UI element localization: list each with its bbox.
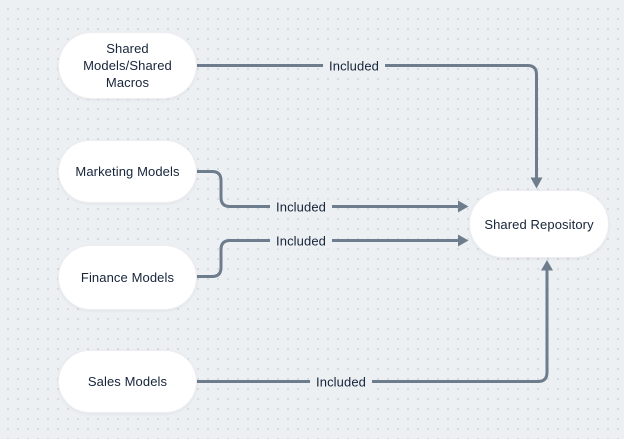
- arrowhead-up-icon: [541, 260, 553, 271]
- node-shared-models-shared-macros: Shared Models/Shared Macros: [58, 32, 197, 99]
- edge-shared-models-to-repository: [197, 64, 543, 189]
- edge-finance-to-repository: [197, 234, 469, 278]
- node-shared-repository: Shared Repository: [469, 190, 609, 258]
- node-marketing-models: Marketing Models: [58, 140, 197, 203]
- node-label: Shared Models/Shared Macros: [83, 41, 172, 90]
- edge-label-included: Included: [323, 58, 385, 74]
- node-finance-models: Finance Models: [58, 245, 197, 310]
- arrowhead-right-icon: [458, 200, 469, 213]
- node-label: Sales Models: [87, 374, 168, 389]
- edge-marketing-to-repository: [197, 170, 469, 213]
- arrowhead-down-icon: [530, 177, 543, 189]
- node-label: Marketing Models: [75, 164, 180, 179]
- arrowhead-right-icon: [458, 234, 469, 247]
- edge-label-included: Included: [270, 233, 332, 249]
- edge-label-included: Included: [310, 374, 372, 390]
- node-sales-models: Sales Models: [58, 350, 197, 413]
- node-label: Shared Repository: [484, 216, 594, 232]
- node-label: Finance Models: [80, 270, 175, 285]
- edge-label-included: Included: [270, 199, 332, 215]
- edge-sales-to-repository: [197, 260, 553, 383]
